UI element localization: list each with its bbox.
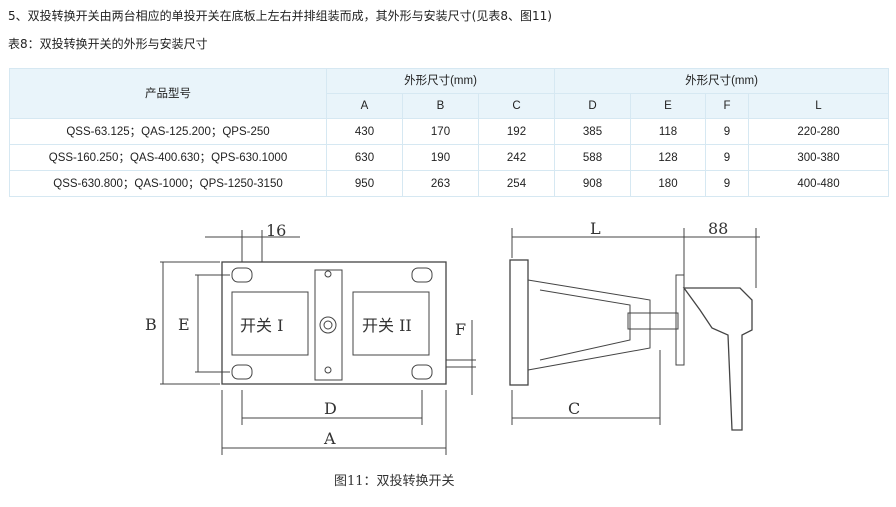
model-cell: QSS-160.250；QAS-400.630；QPS-630.1000 (9, 144, 327, 171)
dimension-cell: 128 (630, 144, 706, 171)
dim-A: A (323, 429, 336, 448)
dimension-cell: 9 (705, 118, 749, 145)
model-cell: QSS-63.125；QAS-125.200；QPS-250 (9, 118, 327, 145)
dimension-cell: 254 (478, 170, 555, 197)
figure-caption: 图11：双投转换开关 (334, 474, 455, 489)
switch1-label: 开关 I (240, 316, 283, 335)
model-header: 产品型号 (9, 68, 327, 119)
dimension-cell: 9 (705, 144, 749, 171)
dimension-cell: 220-280 (747, 118, 890, 145)
col-header: B (402, 93, 479, 119)
dimension-cell: 170 (402, 118, 479, 145)
switch1-box (231, 291, 309, 356)
dimension-cell: 430 (326, 118, 403, 145)
dimension-cell: 192 (478, 118, 555, 145)
dim-88: 88 (708, 219, 728, 238)
dimension-cell: 400-480 (747, 170, 890, 197)
dimension-cell: 9 (705, 170, 749, 197)
dimension-cell: 630 (326, 144, 403, 171)
intro-text: 5、双投转换开关由两台相应的单投开关在底板上左右并排组装而成，其外形与安装尺寸(… (8, 9, 552, 23)
col-header: E (630, 93, 706, 119)
dim-E: E (178, 315, 190, 334)
dimension-cell: 908 (554, 170, 631, 197)
dimension-cell: 300-380 (747, 144, 890, 171)
dim-16: 16 (266, 221, 286, 240)
dim-D: D (324, 399, 337, 418)
col-header: D (554, 93, 631, 119)
model-cell: QSS-630.800；QAS-1000；QPS-1250-3150 (9, 170, 327, 197)
dimensions-table: 产品型号 外形尺寸(mm) 外形尺寸(mm) A B C D E F L QSS… (9, 68, 890, 197)
dimension-cell: 242 (478, 144, 555, 171)
switch2-label: 开关 II (362, 316, 412, 335)
table-title: 表8：双投转换开关的外形与安装尺寸 (8, 37, 208, 51)
dimension-cell: 950 (326, 170, 403, 197)
switch-diagram: 16 B E F D A 开关 I 开关 II L 88 C (145, 219, 760, 455)
dim-C: C (568, 399, 580, 418)
dimension-cell: 190 (402, 144, 479, 171)
dimension-cell: 180 (630, 170, 706, 197)
dimension-cell: 588 (554, 144, 631, 171)
group-header: 外形尺寸(mm) (326, 68, 555, 94)
dimension-cell: 118 (630, 118, 706, 145)
col-header: C (478, 93, 555, 119)
dimension-cell: 385 (554, 118, 631, 145)
dim-L: L (590, 219, 601, 238)
dim-F: F (455, 320, 466, 339)
dimension-cell: 263 (402, 170, 479, 197)
switch2-box (352, 291, 430, 356)
col-header: F (705, 93, 749, 119)
col-header: A (326, 93, 403, 119)
dim-B: B (145, 315, 157, 334)
col-header: L (747, 93, 890, 119)
group-header: 外形尺寸(mm) (553, 68, 890, 94)
